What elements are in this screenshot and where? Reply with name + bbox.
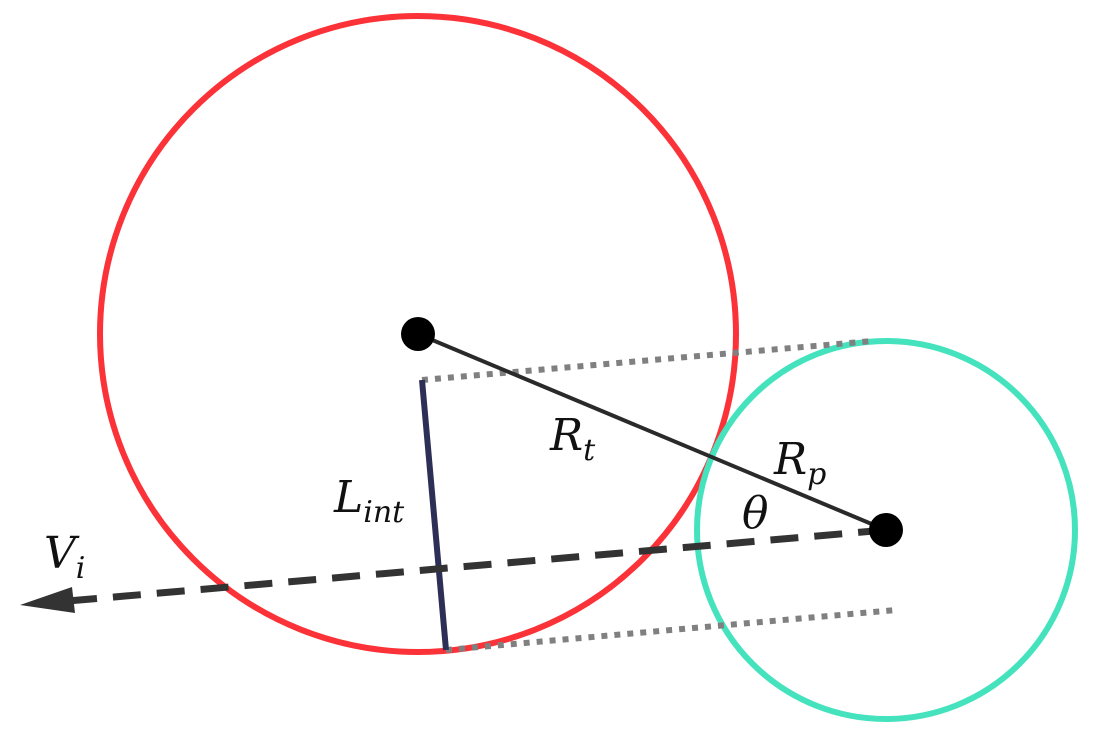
velocity-arrowhead bbox=[20, 587, 75, 613]
label-r-t: Rt bbox=[549, 410, 596, 468]
label-r-p: Rp bbox=[773, 434, 826, 492]
label-v-i: Vi bbox=[44, 528, 85, 586]
velocity-line bbox=[67, 526, 887, 605]
interaction-length-line bbox=[419, 379, 449, 651]
lower-tangent-line bbox=[445, 607, 897, 653]
center-to-center-line bbox=[417, 332, 887, 532]
label-theta: θ bbox=[742, 488, 769, 539]
target-circle bbox=[97, 13, 739, 655]
upper-tangent-line bbox=[421, 338, 873, 383]
projectile-circle bbox=[694, 338, 1078, 722]
projectile-center-dot bbox=[869, 513, 903, 547]
label-l-int: Lint bbox=[333, 472, 405, 530]
target-center-dot bbox=[401, 317, 435, 351]
